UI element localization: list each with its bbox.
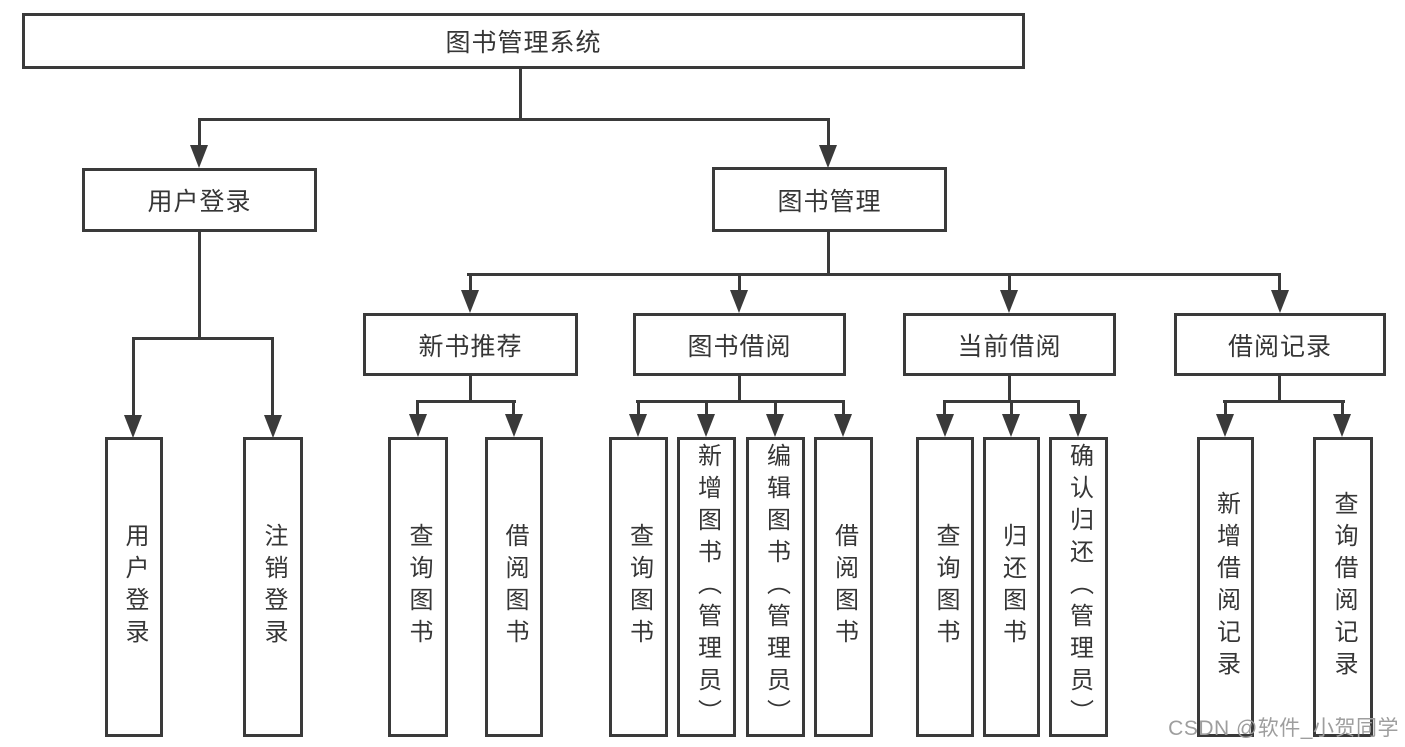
arrowhead-down <box>819 145 837 168</box>
leaf-return-book-label: 归还图书 <box>998 523 1026 651</box>
connector-line <box>1010 400 1013 417</box>
connector-line <box>416 400 419 417</box>
connector-line <box>132 337 274 340</box>
leaf-query-book-borrow-label: 查询图书 <box>625 523 653 651</box>
connector-line <box>416 400 516 403</box>
node-new-book-recommend-label: 新书推荐 <box>418 332 523 361</box>
connector-line <box>198 232 201 340</box>
connector-line <box>827 232 830 276</box>
connector-line <box>1008 273 1011 293</box>
node-root: 图书管理系统 <box>22 13 1025 69</box>
arrowhead-down <box>190 145 208 168</box>
connector-line <box>637 400 640 417</box>
leaf-logout-label: 注销登录 <box>260 523 287 651</box>
leaf-add-book-admin: 新增图书（管理员） <box>677 437 736 737</box>
leaf-query-borrow-record-label: 查询借阅记录 <box>1330 491 1357 683</box>
leaf-query-book-borrow: 查询图书 <box>609 437 668 737</box>
arrowhead-down <box>1271 290 1289 313</box>
node-current-borrow: 当前借阅 <box>903 313 1116 376</box>
arrowhead-down <box>766 414 784 437</box>
leaf-edit-book-admin-label: 编辑图书（管理员） <box>762 443 790 731</box>
connector-line <box>1223 400 1345 403</box>
leaf-borrow-book-recommend-label: 借阅图书 <box>501 523 528 651</box>
watermark: CSDN @软件_小贺同学 <box>1168 717 1399 740</box>
connector-line <box>842 400 845 417</box>
leaf-add-borrow-record: 新增借阅记录 <box>1197 437 1254 737</box>
node-book-management-label: 图书管理 <box>777 187 882 216</box>
arrowhead-down <box>409 414 427 437</box>
node-current-borrow-label: 当前借阅 <box>957 332 1062 361</box>
leaf-logout: 注销登录 <box>243 437 303 737</box>
leaf-borrow-book: 借阅图书 <box>814 437 873 737</box>
arrowhead-down <box>1069 414 1087 437</box>
leaf-borrow-book-recommend: 借阅图书 <box>485 437 543 737</box>
leaf-query-book-recommend-label: 查询图书 <box>405 523 432 651</box>
leaf-return-book: 归还图书 <box>983 437 1040 737</box>
connector-line <box>1077 400 1080 417</box>
arrowhead-down <box>1002 414 1020 437</box>
connector-line <box>943 400 946 417</box>
connector-line <box>132 337 135 417</box>
node-book-borrow-label: 图书借阅 <box>687 332 792 361</box>
leaf-add-borrow-record-label: 新增借阅记录 <box>1212 491 1240 683</box>
arrowhead-down <box>505 414 523 437</box>
arrowhead-down <box>1000 290 1018 313</box>
connector-line <box>1341 400 1344 417</box>
leaf-query-book-current: 查询图书 <box>916 437 974 737</box>
leaf-add-book-admin-label: 新增图书（管理员） <box>693 443 721 731</box>
connector-line <box>705 400 708 417</box>
connector-line <box>469 273 472 293</box>
connector-line <box>738 376 741 403</box>
node-book-borrow: 图书借阅 <box>633 313 846 376</box>
connector-line <box>519 69 522 121</box>
connector-line <box>469 376 472 403</box>
connector-line <box>1278 376 1281 403</box>
connector-line <box>198 118 201 148</box>
node-book-management: 图书管理 <box>712 167 947 232</box>
node-new-book-recommend: 新书推荐 <box>363 313 578 376</box>
leaf-confirm-return-admin-label: 确认归还（管理员） <box>1065 443 1093 731</box>
arrowhead-down <box>1216 414 1234 437</box>
leaf-confirm-return-admin: 确认归还（管理员） <box>1049 437 1108 737</box>
leaf-edit-book-admin: 编辑图书（管理员） <box>746 437 805 737</box>
leaf-query-borrow-record: 查询借阅记录 <box>1313 437 1373 737</box>
connector-line <box>1224 400 1227 417</box>
connector-line <box>198 118 830 121</box>
node-borrow-record-label: 借阅记录 <box>1227 332 1332 361</box>
node-user-login: 用户登录 <box>82 168 317 232</box>
leaf-user-login: 用户登录 <box>105 437 163 737</box>
leaf-borrow-book-label: 借阅图书 <box>830 523 858 651</box>
connector-line <box>827 118 830 148</box>
connector-line <box>467 273 1281 276</box>
arrowhead-down <box>264 415 282 438</box>
node-root-label: 图书管理系统 <box>445 29 602 57</box>
arrowhead-down <box>730 290 748 313</box>
arrowhead-down <box>697 414 715 437</box>
arrowhead-down <box>629 414 647 437</box>
connector-line <box>1278 273 1281 293</box>
leaf-query-book-recommend: 查询图书 <box>388 437 448 737</box>
arrowhead-down <box>124 415 142 438</box>
node-user-login-label: 用户登录 <box>147 188 252 216</box>
connector-line <box>512 400 515 417</box>
connector-line <box>738 273 741 293</box>
connector-line <box>774 400 777 417</box>
arrowhead-down <box>936 414 954 437</box>
leaf-query-book-current-label: 查询图书 <box>932 523 959 651</box>
connector-line <box>1008 376 1011 403</box>
arrowhead-down <box>461 290 479 313</box>
node-borrow-record: 借阅记录 <box>1174 313 1386 376</box>
leaf-user-login-label: 用户登录 <box>121 523 148 651</box>
arrowhead-down <box>1333 414 1351 437</box>
arrowhead-down <box>834 414 852 437</box>
connector-line <box>636 400 845 403</box>
connector-line <box>271 337 274 417</box>
